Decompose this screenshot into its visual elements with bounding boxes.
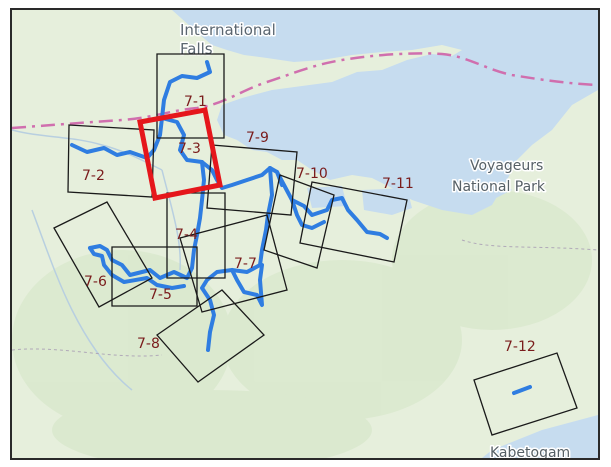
kabetogama-water: [482, 415, 598, 458]
grid-tile-7-6[interactable]: [53, 201, 153, 308]
international-boundary: [12, 52, 598, 130]
map-canvas[interactable]: International Falls Voyageurs National P…: [12, 10, 598, 458]
grid-tile-label-7-5: 7-5: [149, 287, 172, 303]
grid-tiles: [53, 53, 578, 436]
rainy-lake-water: [172, 10, 598, 215]
grid-tile-label-7-1: 7-1: [184, 94, 207, 110]
grid-tile-7-12[interactable]: [473, 352, 578, 436]
river: [12, 129, 182, 391]
grid-tile-7-10[interactable]: [263, 174, 335, 269]
route-kabetogama: [512, 385, 532, 395]
grid-tile-7-11[interactable]: [299, 181, 408, 263]
label-international-falls-line2: Falls: [180, 40, 213, 58]
grid-tile-label-7-7: 7-7: [234, 256, 257, 272]
grid-tile-7-8[interactable]: [156, 289, 265, 383]
label-voyageurs-line1: Voyageurs: [470, 158, 543, 174]
grid-tile-7-1[interactable]: [156, 53, 225, 139]
small-lake-1: [362, 188, 412, 215]
small-lake-2: [307, 186, 347, 208]
grid-tile-label-7-2: 7-2: [82, 168, 105, 184]
label-voyageurs-line2: National Park: [452, 179, 546, 195]
park-boundary: [12, 239, 598, 357]
route-central: [88, 160, 206, 280]
grid-tile-7-3[interactable]: [137, 107, 223, 201]
grid-tile-labels: 7-1 7-2 7-4 7-5 7-6 7-7 7-8 7-9 7-10 7-11 7-12 7-3: [82, 94, 536, 355]
grid-tile-label-7-3: 7-3: [178, 141, 201, 157]
grid-tile-label-7-12: 7-12: [504, 339, 536, 355]
grid-tile-label-7-11: 7-11: [382, 176, 414, 192]
route-north: [70, 60, 212, 160]
grid-tile-label-7-9: 7-9: [246, 130, 269, 146]
label-kabetogama: Kabetogam: [490, 445, 570, 458]
label-international-falls-line1: International: [180, 21, 276, 39]
route-east-3: [290, 198, 326, 230]
terrain-shading: [12, 190, 592, 458]
route-south: [230, 263, 264, 307]
voyageurs-lake: [432, 175, 512, 205]
grid-tile-7-7[interactable]: [179, 214, 288, 313]
grid-tile-label-7-10: 7-10: [296, 166, 328, 182]
grid-tile-label-7-8: 7-8: [137, 336, 160, 352]
route-west: [88, 246, 186, 290]
grid-tile-7-4[interactable]: [166, 192, 226, 279]
grid-tile-7-5[interactable]: [111, 246, 198, 307]
map-frame: International Falls Voyageurs National P…: [10, 8, 600, 460]
grid-tile-7-2[interactable]: [67, 124, 155, 198]
grid-tile-label-7-6: 7-6: [84, 274, 107, 290]
grid-tile-label-7-4: 7-4: [175, 227, 198, 243]
